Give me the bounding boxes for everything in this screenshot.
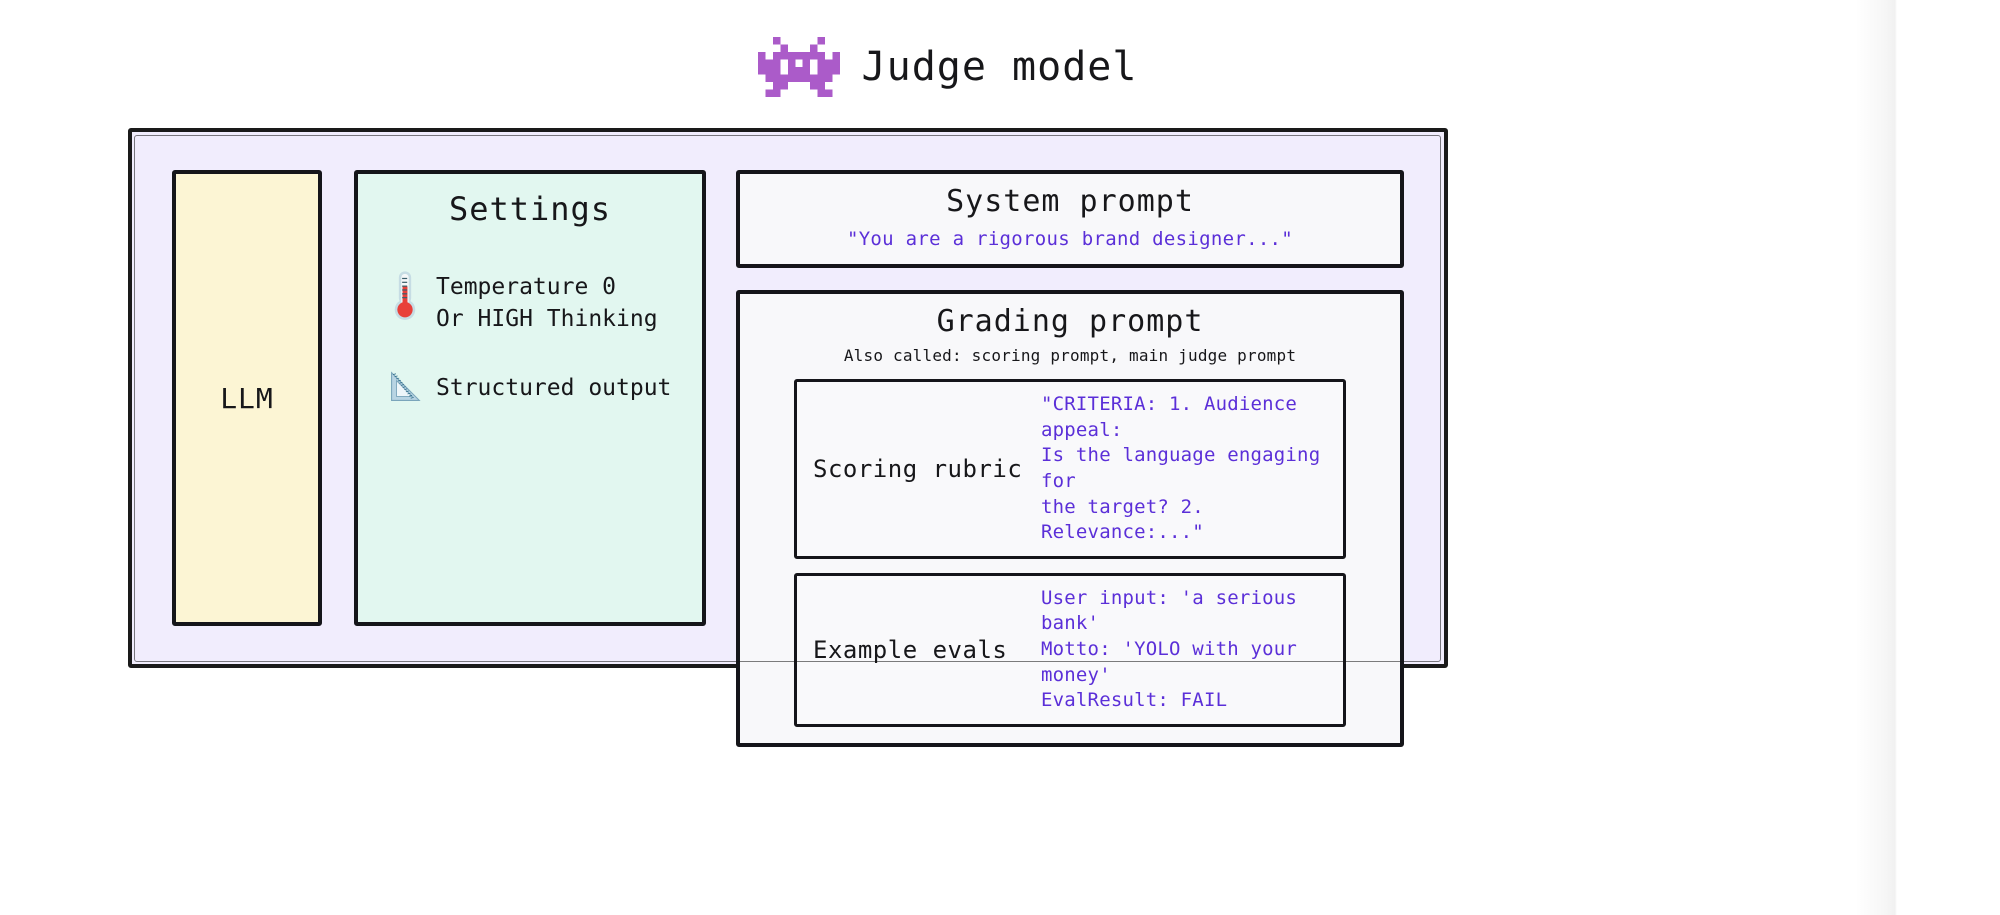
setting-item-temperature: Temperature 0 Or HIGH Thinking	[376, 270, 684, 335]
scoring-rubric-box: Scoring rubric "CRITERIA: 1. Audience ap…	[794, 379, 1346, 559]
llm-box: LLM	[172, 170, 322, 626]
setting-label-structured-output: Structured output	[436, 374, 672, 401]
example-evals-text: User input: 'a serious bank' Motto: 'YOL…	[1041, 586, 1298, 712]
page-sheet: Judge model LLM Settings	[0, 36, 1895, 748]
scoring-rubric-text: "CRITERIA: 1. Audience appeal: Is the la…	[1041, 393, 1321, 544]
scoring-rubric-label: Scoring rubric	[813, 454, 1023, 483]
grading-prompt-header: Grading prompt Also called: scoring prom…	[758, 304, 1382, 365]
llm-label: LLM	[220, 381, 274, 415]
judge-model-container: LLM Settings	[128, 128, 1448, 748]
system-prompt-panel: System prompt "You are a rigorous brand …	[736, 170, 1404, 268]
setting-item-structured-output: Structured output	[376, 363, 684, 411]
page-header: Judge model	[0, 36, 1895, 98]
setting-label-temperature: Temperature 0 Or HIGH Thinking	[436, 274, 658, 332]
triangular-ruler-icon	[391, 371, 421, 402]
prompts-column: System prompt "You are a rigorous brand …	[736, 170, 1404, 748]
example-evals-box: Example evals User input: 'a serious ban…	[794, 572, 1346, 728]
grading-prompt-panel: Grading prompt Also called: scoring prom…	[736, 290, 1404, 748]
settings-title: Settings	[448, 190, 612, 228]
grading-prompt-title: Grading prompt	[936, 304, 1204, 339]
settings-panel: Settings Te	[354, 170, 706, 626]
system-prompt-text: "You are a rigorous brand designer..."	[846, 228, 1294, 250]
space-invader-alien-icon	[757, 37, 840, 97]
thermometer-icon	[394, 271, 416, 320]
page-title: Judge model	[861, 44, 1138, 90]
grading-prompt-subtitle: Also called: scoring prompt, main judge …	[843, 346, 1297, 365]
system-prompt-title: System prompt	[946, 184, 1194, 219]
example-evals-label: Example evals	[813, 635, 1008, 664]
